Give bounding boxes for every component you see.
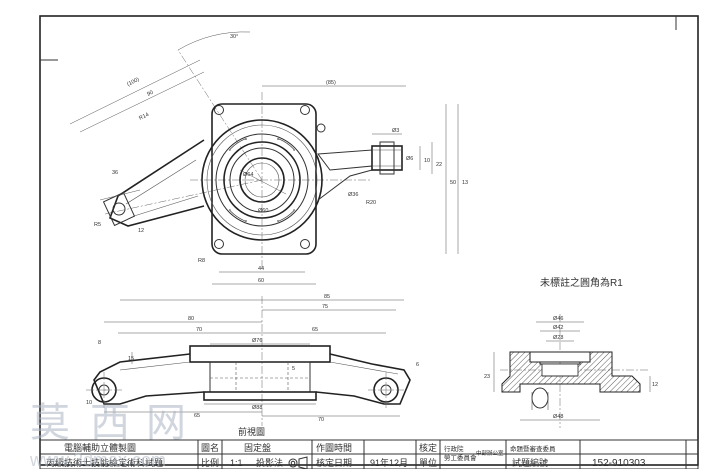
fv-dim-65: 65 — [312, 327, 318, 333]
title-scale-value: 1:1 — [230, 458, 243, 468]
title-committee: 命題暨審查委員 — [510, 444, 556, 453]
sv-dim-phi28: Ø28 — [553, 335, 563, 341]
dim-r5: R5 — [94, 222, 101, 228]
top-view: 30° (100) 90 R14 (85) Ø3 Ø6 10 22 50 13 … — [69, 31, 468, 285]
title-exam-label: 試題編號 — [512, 457, 548, 468]
title-block — [39, 439, 699, 470]
fv-dim-75: 75 — [322, 304, 328, 310]
dim-50: 50 — [450, 180, 456, 186]
title-authority-3: 中部辦公室 — [476, 449, 504, 457]
watermark: 莫 西 网 www.3dmax.com — [29, 401, 186, 470]
fv-dim-70: 70 — [196, 327, 202, 333]
fv-dim-10: 10 — [86, 400, 92, 406]
dim-22: 22 — [436, 162, 442, 168]
dim-phi3: Ø3 — [392, 128, 399, 134]
title-scale-label: 比例 — [201, 457, 219, 468]
title-name-label: 圖名 — [201, 442, 219, 453]
dim-10: 10 — [424, 158, 430, 164]
sv-dim-phi46: Ø46 — [553, 316, 563, 322]
sv-dim-phi42: Ø42 — [553, 325, 563, 331]
dim-phi60: Ø60 — [258, 208, 268, 214]
fv-dim-phi88: Ø88 — [252, 405, 262, 411]
fv-dim-8: 8 — [98, 340, 101, 346]
dim-phi36: Ø36 — [348, 192, 358, 198]
dim-r20: R20 — [366, 200, 376, 206]
watermark-char-2: 西 — [90, 401, 130, 445]
title-name-value: 固定盤 — [244, 442, 271, 453]
fv-dim-65b: 65 — [194, 413, 200, 419]
title-company: 電腦輔助立體製圖 — [64, 442, 136, 453]
front-view: 85 75 80 70 65 Ø76 8 15 6 5 Ø88 10 65 70 — [86, 294, 419, 426]
title-code: 152-910303 — [592, 458, 646, 469]
watermark-url: www.3dmax.com — [29, 450, 166, 469]
title-subtitle: 丙級技術士技能檢定術科試題 — [46, 457, 163, 468]
title-time-label: 作圖時間 — [316, 442, 352, 453]
sv-dim-12: 12 — [652, 382, 658, 388]
fillet-note: 未標註之圓角為R1 — [540, 276, 623, 289]
title-authority-1: 行政院 — [444, 444, 464, 453]
front-view-label: 前視圖 — [238, 426, 265, 437]
sv-dim-phi48: Ø48 — [553, 414, 563, 420]
dim-phi6: Ø6 — [406, 156, 413, 162]
watermark-char-3: 网 — [146, 401, 186, 445]
watermark-char-1: 莫 — [30, 401, 70, 445]
dim-90: 90 — [146, 90, 154, 98]
dim-phi64: Ø64 — [243, 172, 253, 178]
side-section-view: Ø46 Ø42 Ø28 23 12 Ø48 — [484, 314, 658, 428]
dim-r8: R8 — [198, 258, 205, 264]
dim-r100: (100) — [126, 77, 140, 88]
drawing-border — [39, 15, 699, 466]
dim-44: 44 — [258, 266, 264, 272]
title-authority-2: 勞工委員會 — [444, 453, 477, 462]
fv-dim-15: 15 — [128, 356, 134, 362]
title-date-label: 核定日期 — [316, 457, 352, 468]
title-projection: 投影法 — [256, 457, 283, 468]
dim-85: (85) — [326, 80, 336, 86]
dim-12: 12 — [138, 228, 144, 234]
title-approve-label: 核定 — [419, 442, 437, 453]
fv-dim-85: 85 — [324, 294, 330, 300]
fv-dim-70b: 70 — [318, 417, 324, 423]
fv-dim-6: 6 — [416, 362, 419, 368]
dim-angle: 30° — [230, 34, 238, 40]
dim-60: 60 — [258, 278, 264, 284]
fv-dim-phi76: Ø76 — [252, 338, 262, 344]
third-angle-projection-symbol — [288, 456, 308, 470]
dim-r14: R14 — [138, 112, 150, 122]
title-unit-label: 單位 — [419, 457, 437, 468]
fv-dim-80: 80 — [188, 316, 194, 322]
dim-36: 36 — [112, 170, 118, 176]
dim-13: 13 — [462, 180, 468, 186]
fv-dim-5: 5 — [292, 366, 295, 372]
title-date-value: 91年12月 — [370, 457, 408, 468]
sv-dim-23: 23 — [484, 374, 490, 380]
